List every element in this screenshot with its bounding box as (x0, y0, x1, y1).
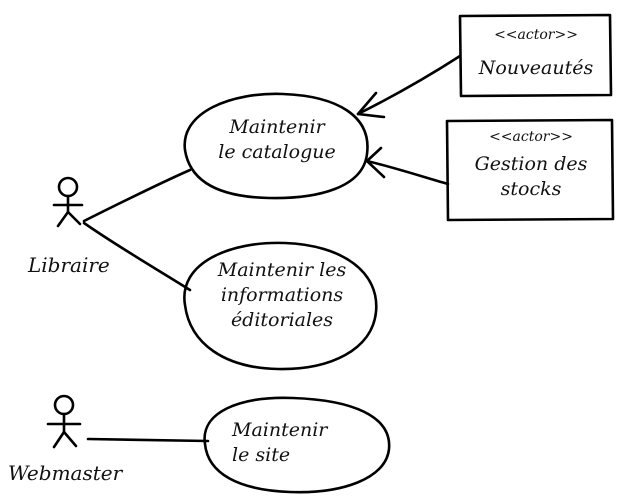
use-case-informations-ellipse (183, 241, 378, 371)
use-case-site-label: Maintenir le site (218, 418, 378, 468)
use-case-informations-line2: informations (220, 284, 344, 306)
actor-nouveautes-stereotype: <<actor>> (494, 27, 578, 43)
link-webmaster-site (86, 437, 210, 443)
actor-stocks-stereotype: <<actor>> (489, 129, 573, 145)
link-libraire-informations (82, 221, 192, 292)
actor-box-stocks (445, 118, 615, 222)
actor-stocks-label: <<actor>> Gestion des stocks (452, 128, 610, 202)
use-case-informations-label: Maintenir les informations éditoriales (196, 258, 368, 333)
use-case-catalogue-ellipse (183, 92, 369, 200)
actor-stocks-name-line1: Gestion des (474, 153, 588, 175)
use-case-site-ellipse (203, 396, 391, 494)
actor-libraire-figure (52, 176, 84, 228)
use-case-site-line2: le site (232, 444, 291, 466)
use-case-catalogue-label: Maintenir le catalogue (196, 115, 358, 165)
actor-label-webmaster: Webmaster (8, 461, 123, 485)
link-stocks-catalogue (365, 159, 450, 186)
use-case-informations-line1: Maintenir les (217, 259, 347, 281)
actor-nouveautes-label: <<actor>> Nouveautés (464, 26, 608, 81)
use-case-catalogue-line2: le catalogue (218, 141, 336, 163)
actor-box-nouveautes (458, 13, 613, 98)
actor-nouveautes-name: Nouveautés (478, 57, 594, 79)
arrowhead-stocks (365, 146, 386, 179)
actor-stocks-name-line2: stocks (500, 178, 562, 200)
link-libraire-catalogue (82, 168, 192, 223)
use-case-site-line1: Maintenir (232, 419, 328, 441)
use-case-catalogue-line1: Maintenir (229, 116, 325, 138)
use-case-informations-line3: éditoriales (230, 309, 334, 331)
link-nouveautes-catalogue (356, 54, 462, 116)
actor-label-libraire: Libraire (28, 253, 110, 277)
arrowhead-nouveautes (356, 91, 386, 119)
actor-webmaster-figure (46, 394, 82, 449)
